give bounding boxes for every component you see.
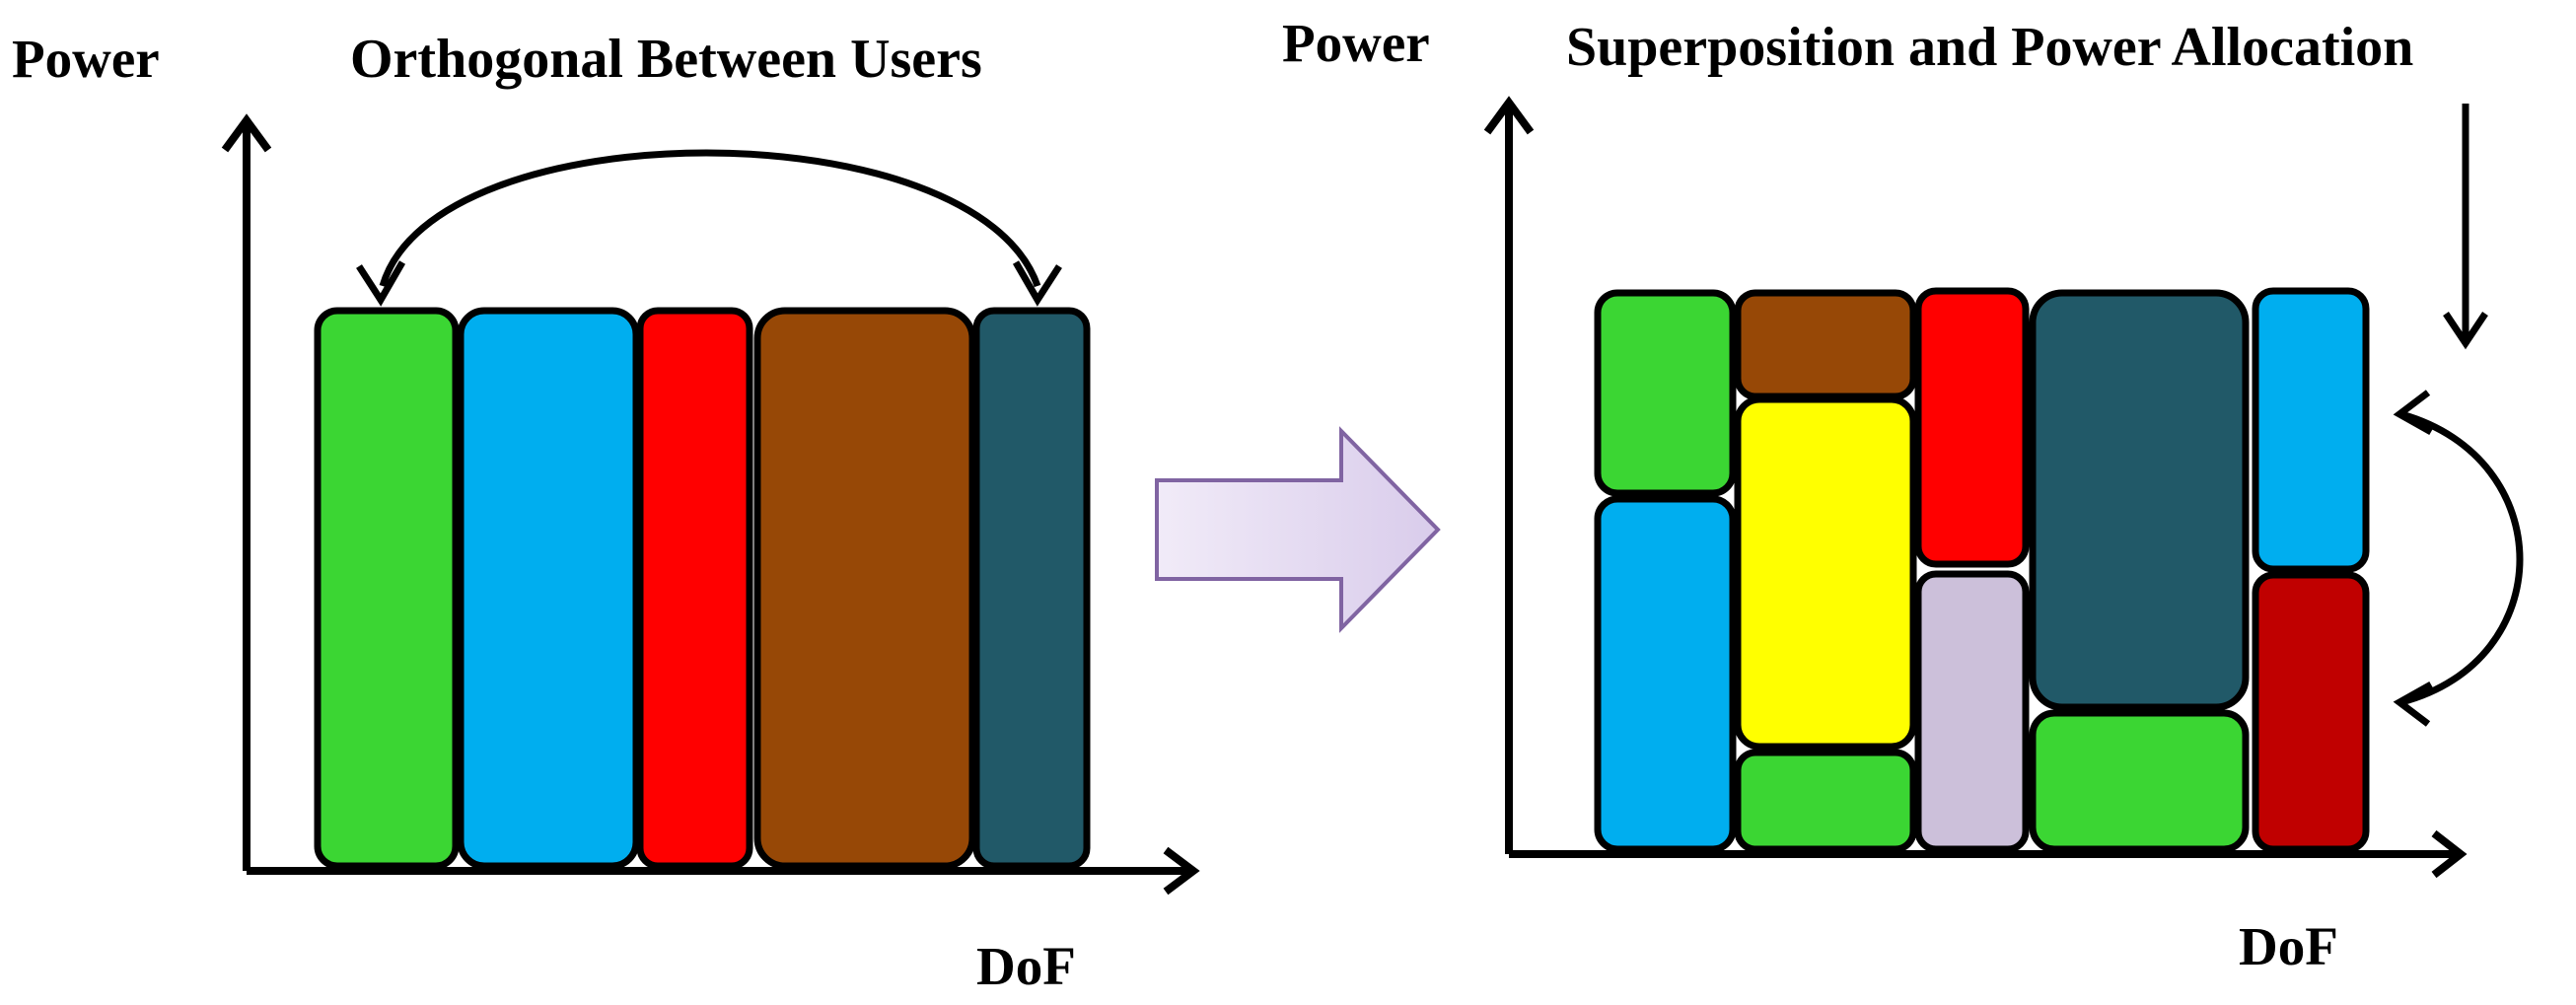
right-green-top-block [1594,289,1737,497]
left-panel-title: Orthogonal Between Users [350,29,982,90]
right-green-small-block [1734,749,1917,853]
right-axes [1483,96,2468,879]
right-panel-title: Superposition and Power Allocation [1566,17,2413,78]
left-axes [221,113,1200,896]
right-dark-red-block [2252,571,2370,853]
left-blue-block [457,307,640,870]
right-brown-top-block [1734,289,1917,400]
left-panel: Power Orthogonal Between Users DoF [12,29,1200,996]
left-x-axis-label: DoF [976,936,1076,996]
right-down-arrow-icon [2443,104,2488,350]
left-dark-teal-block [972,307,1091,870]
right-dark-teal-block [2029,289,2250,711]
right-power-allocation-arrow-icon [2393,390,2524,727]
right-red-top-block [1914,287,2030,568]
right-y-axis-label: Power [1282,13,1430,73]
right-x-axis-label: DoF [2239,916,2338,976]
right-yellow-block [1734,395,1917,751]
left-y-axis-label: Power [12,29,160,89]
left-brown-block [753,307,976,870]
right-green-bottom-block [2029,709,2250,853]
left-orthogonal-arrow-icon [356,149,1062,307]
right-lavender-block [1914,570,2030,853]
right-panel: Power Superposition and Power Allocation… [1282,13,2524,976]
transition-arrow-icon [1155,426,1441,633]
left-green-block [314,307,460,870]
right-blue-bottom-block [1594,495,1737,853]
right-blue-top-block [2252,287,2370,573]
left-red-block [636,307,753,870]
